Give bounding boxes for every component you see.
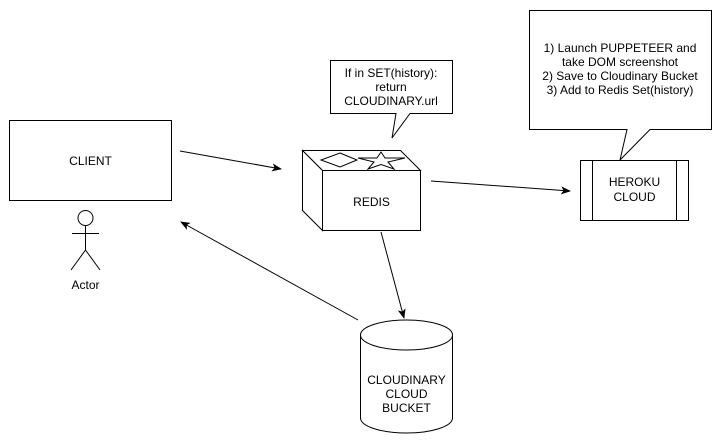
client-label: CLIENT — [69, 154, 112, 168]
cloudinary-label-line-3: BUCKET — [382, 401, 431, 415]
heroku-note-line-3: 2) Save to Cloudinary Bucket — [542, 69, 698, 83]
redis-note-line-3: CLOUDINARY.url — [344, 94, 438, 108]
actor-label: Actor — [71, 278, 99, 292]
heroku-label-line-2: CLOUD — [613, 190, 655, 204]
actor-node: Actor — [70, 210, 101, 292]
redis-cube-front — [322, 170, 421, 231]
redis-note-line-2: return — [375, 80, 406, 94]
actor-icon — [70, 210, 101, 271]
cloudinary-cylinder-top — [360, 319, 453, 351]
heroku-note-line-4: 3) Add to Redis Set(history) — [547, 83, 694, 97]
redis-note: If in SET(history): return CLOUDINARY.ur… — [330, 60, 453, 139]
redis-node: REDIS — [301, 149, 422, 232]
client-box — [9, 120, 172, 201]
redis-to-cloudinary-arrow — [380, 231, 406, 319]
cloudinary-to-client-arrow — [180, 221, 359, 321]
heroku-box — [580, 160, 689, 221]
client-node: CLIENT — [9, 120, 172, 201]
heroku-label-line-1: HEROKU — [609, 175, 660, 189]
heroku-note-line-1: 1) Launch PUPPETEER and — [544, 41, 697, 55]
redis-to-heroku-arrow — [430, 180, 571, 195]
redis-note-callout — [330, 60, 453, 139]
redis-label: REDIS — [353, 195, 390, 209]
heroku-node: HEROKU CLOUD — [580, 160, 689, 221]
redis-note-line-1: If in SET(history): — [345, 66, 438, 80]
star-shape — [357, 151, 406, 171]
cloudinary-label-line-1: CLOUDINARY — [367, 373, 445, 387]
heroku-note-line-2: take DOM screenshot — [562, 55, 679, 69]
diamond-shape — [319, 152, 359, 168]
cloudinary-cylinder-body — [360, 335, 453, 434]
heroku-note-callout — [529, 10, 712, 162]
heroku-note: 1) Launch PUPPETEER and take DOM screens… — [529, 10, 712, 162]
cloudinary-node: CLOUDINARY CLOUD BUCKET — [360, 319, 453, 434]
cloudinary-label-line-2: CLOUD — [385, 387, 427, 401]
client-to-redis-arrow — [179, 150, 282, 172]
